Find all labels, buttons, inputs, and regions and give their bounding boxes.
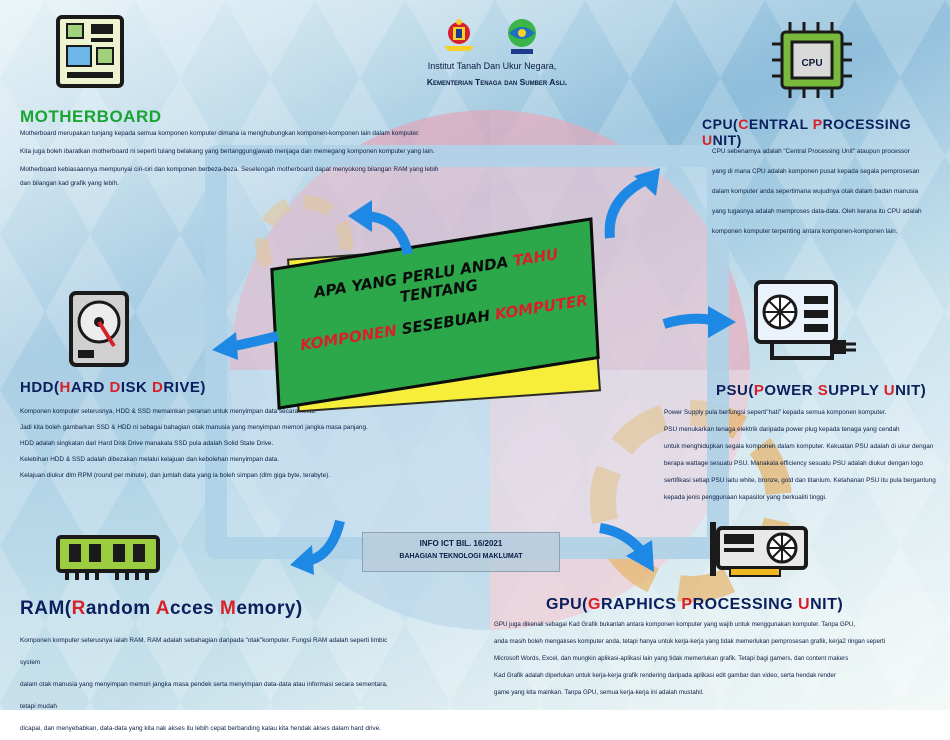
info-number: INFO ICT BIL. 16/2021 — [419, 539, 503, 548]
cpu-title-part: C — [738, 116, 749, 132]
motherboard-text: Motherboard merupakan tunjang kepada sem… — [20, 127, 510, 191]
gpu-title-part: ROCESSING — [692, 596, 799, 613]
hdd-title-part: HDD( — [20, 379, 60, 396]
psu-title-part: UPPLY — [828, 382, 884, 399]
psu-line: PSU menukarkan tenaga elektrik daripada … — [664, 426, 900, 433]
ram-line: dicapai, dan menyebabkan, data-data yang… — [20, 725, 381, 732]
hdd-line: Komponen komputer seterusnya, HDD & SSD … — [20, 408, 317, 415]
arrow-to-gpu-icon — [599, 523, 654, 572]
psu-line: berapa wattage sesuatu PSU. Manakala eff… — [664, 460, 923, 467]
cpu-title-part: NIT) — [712, 132, 742, 148]
ram-line: dalam otak manusia yang menyimpan memori… — [20, 681, 388, 710]
cpu-title-part: ENTRAL — [748, 116, 813, 132]
hdd-text: Komponen komputer seterusnya, HDD & SSD … — [20, 404, 380, 484]
gpu-title-part: RAPHICS — [600, 596, 682, 613]
motherboard-paragraph: Motherboard merupakan tunjang kepada sem… — [20, 130, 420, 137]
hdd-line: Jadi kita boleh gambarkan SSD & HDD ni s… — [20, 424, 368, 431]
hdd-line: Kelebihan HDD & SSD adalah dibezakan mel… — [20, 456, 279, 463]
gpu-line: anda masih boleh mengakses komputer anda… — [494, 638, 886, 645]
psu-line: untuk menghidupkan segala komponen dalam… — [664, 443, 934, 450]
gpu-line: Microsoft Words, Excel, dan mungkin apli… — [494, 655, 849, 662]
gpu-line: game yang kita mainkan. Tanpa GPU, semua… — [494, 689, 704, 696]
arrow-to-ram-icon — [290, 519, 345, 575]
info-department: BAHAGIAN TEKNOLOGI MAKLUMAT — [399, 553, 523, 560]
cpu-line: yang tugasnya adalah memproses data-data… — [712, 208, 922, 215]
ram-title-part: RAM( — [20, 598, 72, 619]
gpu-title-part: G — [588, 596, 601, 613]
cpu-title: CPU(CENTRAL PROCESSING UNIT) — [702, 116, 950, 148]
ram-text: Komponen komputer seterusnya ialah RAM. … — [20, 630, 400, 740]
gpu-text: GPU juga dikenali sebagai Kad Grafik buk… — [494, 616, 946, 701]
gpu-title-part: P — [681, 596, 693, 613]
arrow-to-motherboard-icon — [348, 200, 413, 256]
ministry-name: Kementerian Tenaga dan Sumber Asli. — [426, 77, 568, 87]
psu-title-part: U — [883, 382, 896, 399]
gpu-icon — [708, 520, 810, 582]
ram-icon — [55, 534, 161, 582]
hdd-title-part: D — [109, 379, 121, 396]
ram-title-part: emory) — [236, 598, 303, 619]
motherboard-title: MOTHERBOARD — [20, 107, 162, 126]
gpu-title: GPU(GRAPHICS PROCESSING UNIT) — [546, 596, 843, 614]
hdd-line: HDD adalah singkatan dari Hard Disk Driv… — [20, 440, 274, 447]
ram-title-part: andom — [85, 598, 156, 619]
cpu-line: yang di mana CPU adalah komponen pusat k… — [712, 168, 920, 175]
ram-title-part: cces — [169, 598, 220, 619]
motherboard-paragraph: dan bilangan kad grafik yang lebih. — [20, 180, 119, 187]
arrow-to-psu-icon — [662, 306, 736, 338]
instun-logo-icon — [503, 16, 541, 56]
hdd-title-part: D — [152, 379, 164, 396]
psu-text: Power Supply pula berfungsi seperti"hati… — [664, 404, 944, 506]
cpu-title-part: P — [812, 116, 823, 132]
gpu-title-part: NIT) — [810, 596, 844, 613]
cpu-text: CPU sebenarnya adalah "Central Processin… — [712, 142, 942, 242]
psu-title-part: S — [817, 382, 829, 399]
ram-title-part: A — [155, 598, 170, 619]
gpu-title-part: GPU( — [546, 596, 588, 613]
psu-line: kepada jenis penggunaan kapasitor yang b… — [664, 494, 827, 501]
psu-title-part: OWER — [764, 382, 818, 399]
psu-line: sertifikasi setiap PSU iaitu white, bron… — [664, 477, 936, 484]
cpu-title-part: U — [702, 132, 713, 148]
psu-title: PSU(POWER SUPPLY UNIT) — [716, 382, 926, 399]
arrow-to-hdd-icon — [212, 331, 280, 360]
psu-icon — [752, 278, 862, 372]
central-banner: APA YANG PERLU ANDA TAHU TENTANG KOMPONE… — [270, 217, 607, 413]
motherboard-paragraph: Motherboard kebiasaannya mempunyai ciri-… — [20, 166, 439, 173]
hdd-title-part: ARD — [70, 379, 110, 396]
cpu-line: CPU sebenarnya adalah "Central Processin… — [712, 148, 910, 155]
institute-name: Institut Tanah Dan Ukur Negara, — [427, 61, 557, 71]
motherboard-icon — [55, 14, 125, 89]
psu-title-part: PSU( — [716, 382, 754, 399]
hdd-title: HDD(HARD DISK DRIVE) — [20, 379, 206, 396]
ram-title: RAM(Random Acces Memory) — [20, 598, 303, 620]
cpu-title-part: ROCESSING — [822, 116, 912, 132]
gpu-title-part: U — [798, 596, 811, 613]
cpu-title-part: CPU( — [702, 116, 739, 132]
hdd-title-part: ISK — [120, 379, 153, 396]
arrow-to-cpu-icon — [604, 168, 660, 239]
info-box: INFO ICT BIL. 16/2021 BAHAGIAN TEKNOLOGI… — [362, 532, 560, 572]
psu-title-part: NIT) — [895, 382, 927, 399]
ram-title-part: M — [219, 598, 237, 619]
motherboard-paragraph: Kita juga boleh ibaratkan motherboard ni… — [20, 148, 435, 155]
psu-line: Power Supply pula berfungsi seperti"hati… — [664, 409, 887, 416]
ram-line: Komponen komputer seterusnya ialah RAM. … — [20, 637, 388, 666]
ram-title-part: R — [71, 598, 86, 619]
gpu-line: Kad Grafik adalah diperlukan untuk kerja… — [494, 672, 836, 679]
gpu-line: GPU juga dikenali sebagai Kad Grafik buk… — [494, 621, 856, 628]
hdd-line: Kelajuan diukur dlm RPM (round per minut… — [20, 472, 331, 479]
psu-title-part: P — [753, 382, 765, 399]
cpu-icon: CPU — [770, 20, 854, 100]
cpu-line: dalam komputer anda sepertimana wujudnya… — [712, 188, 919, 195]
hdd-title-part: H — [59, 379, 71, 396]
government-crest-icon — [440, 18, 478, 52]
hdd-title-part: RIVE) — [163, 379, 206, 396]
cpu-line: komponen komputer terpenting antara komp… — [712, 228, 898, 235]
hdd-icon — [68, 290, 130, 368]
cpu-icon-label: CPU — [801, 58, 823, 69]
